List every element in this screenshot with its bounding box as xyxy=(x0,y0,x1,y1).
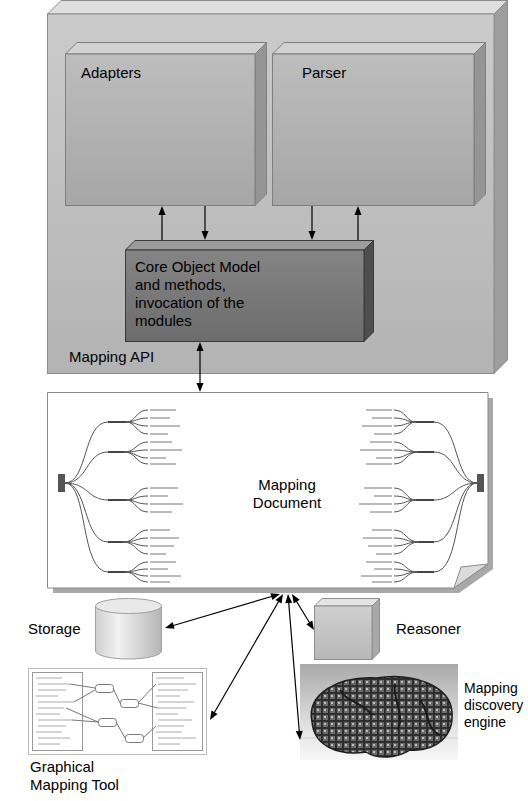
connector-line xyxy=(172,596,274,626)
connector-line xyxy=(161,213,162,240)
arrow-head xyxy=(285,594,292,603)
module-box: Adapters xyxy=(65,42,267,206)
connector-arrow xyxy=(355,206,362,240)
module-label: Parser xyxy=(302,64,346,82)
tool-label: Graphical Mapping Tool xyxy=(30,758,140,794)
mapping-tool-screenshot xyxy=(29,669,207,755)
arrow-head xyxy=(197,342,204,351)
storage-label: Storage xyxy=(28,620,81,638)
core-label: Core Object Model and methods, invocatio… xyxy=(135,258,275,330)
arrow-head xyxy=(197,383,204,392)
storage-cylinder: Storage xyxy=(28,598,165,662)
document-label: Mapping Document xyxy=(247,476,327,512)
mind-map-left xyxy=(58,410,183,582)
tool-node: Graphical Mapping Tool xyxy=(28,668,210,792)
reasoner-box: Reasoner xyxy=(314,598,454,662)
connector-arrow xyxy=(309,206,316,240)
connector-line xyxy=(204,206,205,233)
module-label: Adapters xyxy=(81,64,141,82)
arrow-head xyxy=(355,206,362,215)
arrow-head xyxy=(306,620,314,630)
arrow-head xyxy=(165,622,175,629)
connector-arrow xyxy=(292,594,314,630)
connector-arrow xyxy=(285,594,303,740)
arrow-head xyxy=(210,710,218,720)
arrow-head xyxy=(270,593,280,600)
container-label: Mapping API xyxy=(69,348,154,366)
connector-arrow xyxy=(197,342,204,392)
connector-line xyxy=(296,600,311,624)
arrow-head xyxy=(292,594,300,604)
module-box: Parser xyxy=(272,42,486,206)
storage-cylinder-shape xyxy=(95,598,162,660)
core-box: Core Object Model and methods, invocatio… xyxy=(125,240,374,342)
reasoner-label: Reasoner xyxy=(396,620,461,638)
engine-node: Mapping discovery engine xyxy=(300,664,526,764)
arrow-head xyxy=(275,594,283,604)
connector-arrow xyxy=(202,206,209,240)
connector-line xyxy=(214,600,280,714)
connector-line xyxy=(199,349,200,385)
connector-arrow xyxy=(210,594,283,720)
connector-line xyxy=(311,206,312,233)
connector-arrow xyxy=(165,593,280,629)
connector-arrow xyxy=(159,206,166,240)
connector-line xyxy=(357,213,358,240)
mind-map-right xyxy=(359,410,484,582)
arrow-head xyxy=(159,206,166,215)
api-container: Mapping API Adapters ParserCore Object Mod… xyxy=(47,0,508,374)
arrow-head xyxy=(309,231,316,240)
connector-line xyxy=(289,601,300,733)
discovery-engine-picture xyxy=(300,664,458,760)
arrow-head xyxy=(202,231,209,240)
document-sheet: Mapping Document xyxy=(47,392,494,594)
reasoner-box-shape xyxy=(314,598,380,660)
arrow-head xyxy=(296,731,303,740)
engine-label: Mapping discovery engine xyxy=(464,680,526,731)
